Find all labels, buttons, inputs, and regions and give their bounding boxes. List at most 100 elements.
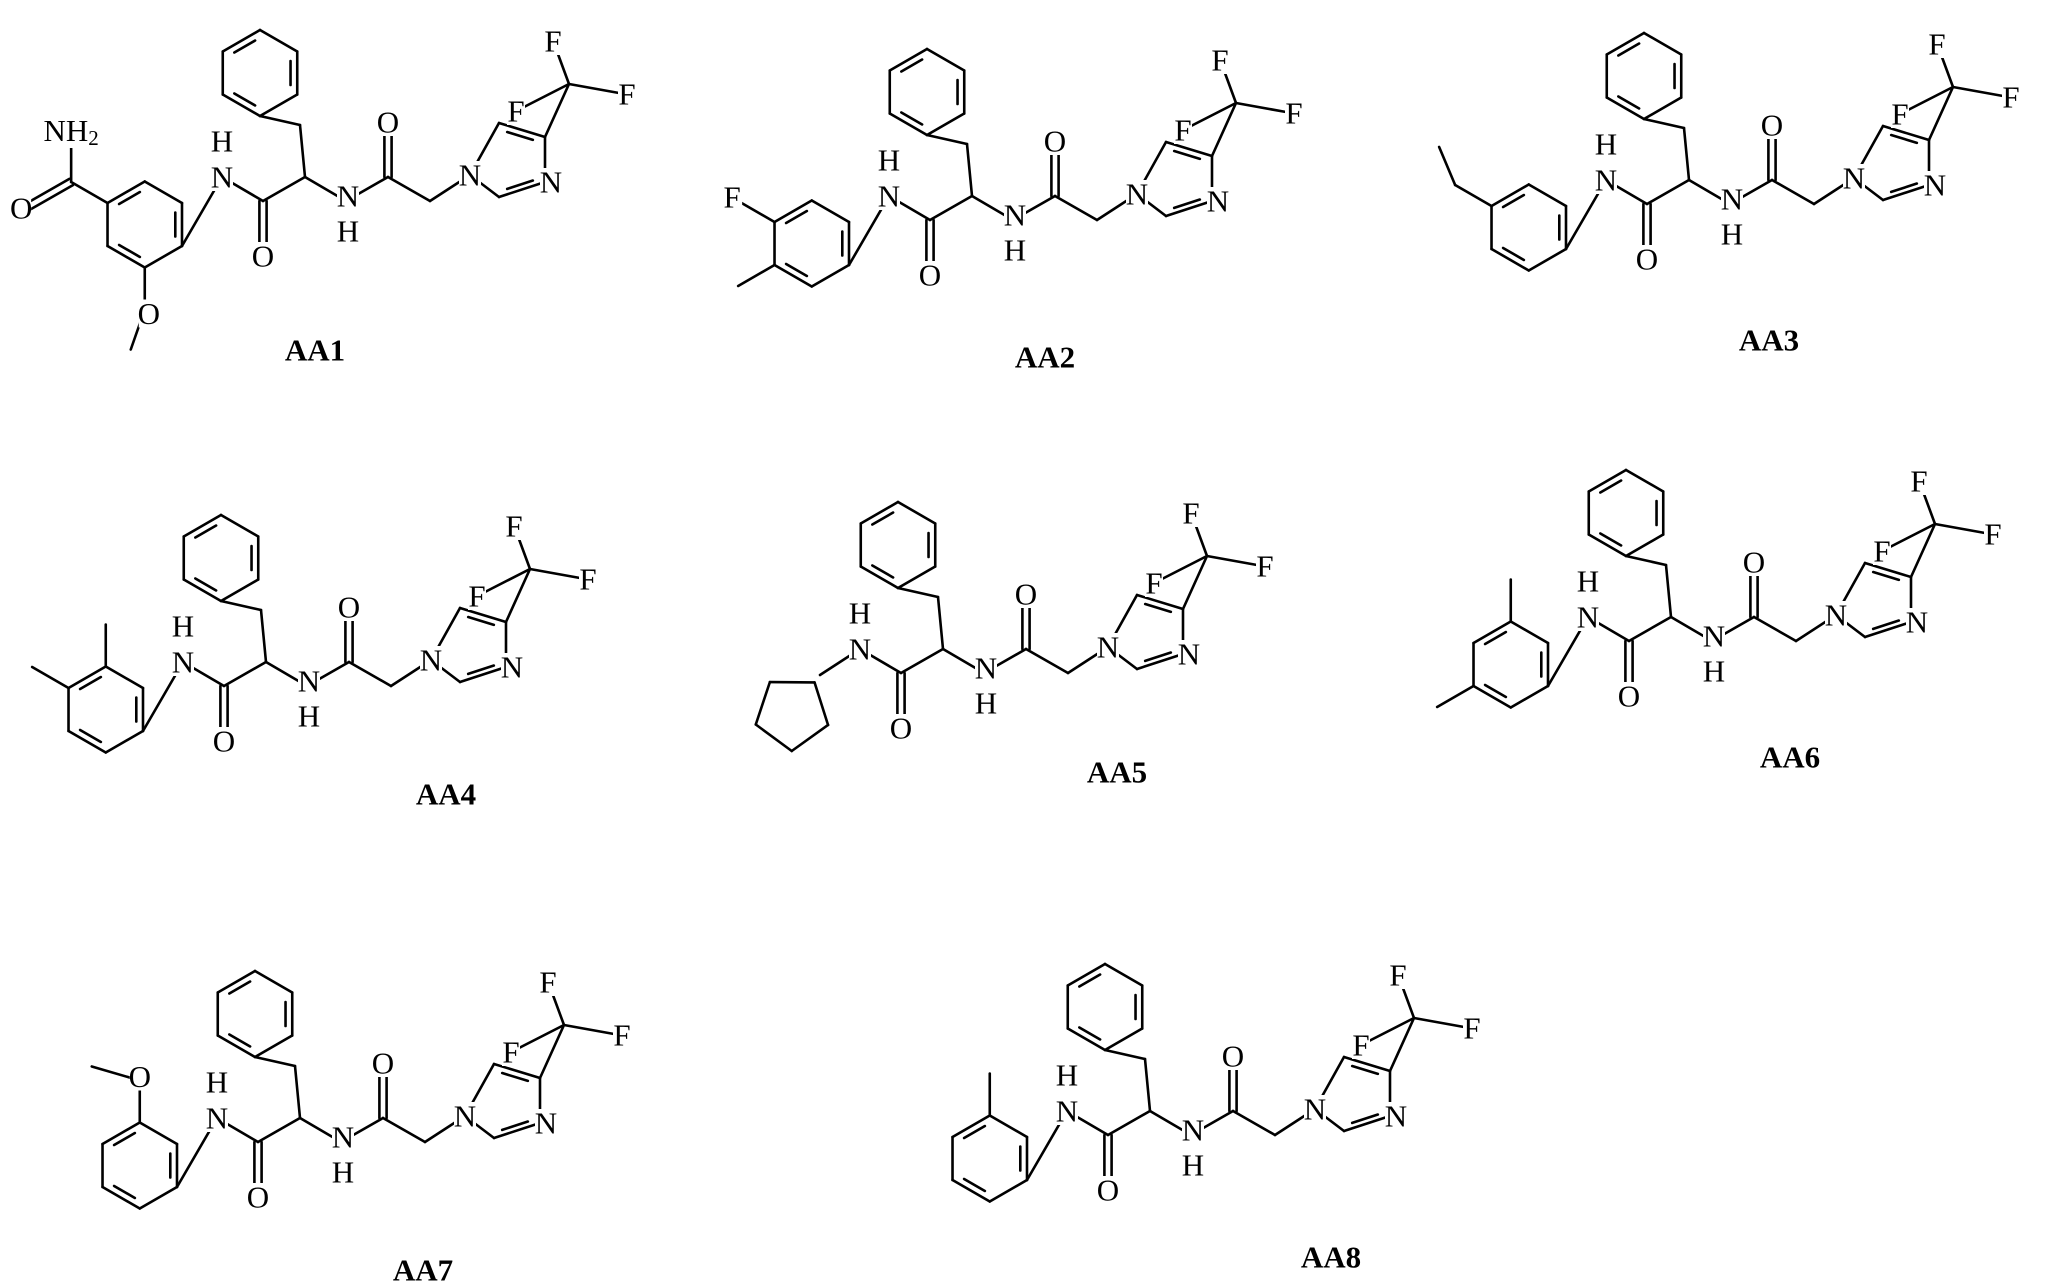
- atom-label-mask: [1045, 127, 1065, 155]
- aryl-ring: [67, 665, 145, 754]
- phenyl-ring: [859, 500, 937, 590]
- atom-label-mask: [1145, 569, 1163, 597]
- ring-bond: [1164, 140, 1214, 158]
- bond-carbonyl-calpha: [1106, 1109, 1152, 1137]
- amide-hydrogen: H: [1004, 233, 1026, 268]
- ring-bond: [182, 513, 223, 538]
- ring-bond: [888, 112, 929, 137]
- aromatic-inner-bond: [112, 1184, 137, 1200]
- atom-label-mask: [173, 612, 193, 640]
- amide-hydrogen: H: [1182, 1148, 1204, 1183]
- aromatic-inner-bond: [1617, 42, 1641, 57]
- bond-carbonyl-calpha: [222, 660, 268, 688]
- atom-label-mask: [454, 1102, 476, 1130]
- atom-label-mask: [878, 182, 900, 210]
- atom-label-mask: [1304, 1095, 1326, 1123]
- bond-carbonyl-calpha: [928, 194, 974, 222]
- carbonyl-oxygen: O: [1636, 242, 1658, 277]
- ring-bond: [1490, 247, 1531, 272]
- carbonyl-oxygen: O: [252, 239, 274, 274]
- fluorine-atom: F: [1211, 43, 1228, 78]
- carbonyl-oxygen: O: [890, 711, 912, 746]
- imidazole-ring: [1834, 561, 1913, 639]
- bond-c-f: [1904, 85, 1955, 113]
- fluorine-atom: F: [1984, 517, 2001, 552]
- imidazole-n3: N: [540, 165, 562, 200]
- anilide-hydrogen: H: [1595, 127, 1617, 162]
- atom-label-mask: [338, 217, 358, 245]
- ring-bond: [1472, 620, 1513, 645]
- imidazole-n1: N: [1843, 161, 1865, 196]
- atom-label-mask: [1056, 1097, 1078, 1125]
- cyclopentyl-ring: [754, 680, 830, 753]
- atom-label-mask: [212, 127, 232, 155]
- aryl-ring: [1490, 183, 1568, 272]
- atom-label-mask: [1097, 633, 1119, 661]
- atom-label-mask: [1256, 552, 1274, 580]
- bond-ring-cf3: [1210, 101, 1238, 158]
- acyl-oxygen: O: [1743, 545, 1765, 580]
- ring-bond: [1863, 620, 1913, 639]
- atom-label-mask: [337, 182, 359, 210]
- ring-bond: [138, 1121, 179, 1146]
- anilide-nitrogen: N: [849, 632, 871, 667]
- atom-label-mask: [1843, 164, 1865, 192]
- ring-bond: [138, 1185, 179, 1210]
- aryl-ring: [106, 180, 184, 269]
- bond-carbonyl-calpha: [899, 647, 945, 675]
- ring-bond: [1472, 684, 1513, 709]
- bond-ring-methyl: [30, 665, 70, 690]
- imidazole-ring: [429, 606, 508, 684]
- fluorine-atom: F: [1389, 958, 1406, 993]
- ring-bond: [216, 969, 257, 994]
- atom-label-mask: [1873, 537, 1891, 565]
- atom-label-mask: [501, 653, 523, 681]
- ring-bond: [810, 263, 851, 288]
- ring-bond: [219, 578, 260, 603]
- bond-ring-ch2: [1103, 1048, 1147, 1061]
- ring-bond: [104, 665, 145, 690]
- atom-label-mask: [975, 654, 997, 682]
- ring-bond: [221, 28, 262, 53]
- bond-ring-methyl: [736, 263, 776, 288]
- bond-ch2-calpha: [965, 142, 974, 198]
- imidazole-n3: N: [501, 650, 523, 685]
- atom-label-mask: [1057, 1061, 1077, 1089]
- atom-label-mask: [1098, 1176, 1118, 1204]
- aromatic-inner-bond: [500, 1071, 530, 1083]
- ring-bond: [1103, 962, 1144, 987]
- ring-bond: [143, 180, 184, 205]
- atom-label-mask: [1463, 1014, 1481, 1042]
- bond-ch2-calpha: [298, 123, 307, 179]
- bond-ring-cf3: [504, 567, 532, 624]
- ring-bond: [1863, 561, 1913, 579]
- imidazole-n3: N: [1207, 184, 1229, 219]
- ring-bond: [1342, 1114, 1392, 1133]
- bond-c-f: [1412, 1016, 1466, 1029]
- ring-bond: [1881, 124, 1931, 142]
- ring-bond: [773, 263, 814, 288]
- atom-label-mask: [1619, 682, 1639, 710]
- bond-ch2-calpha: [1143, 1057, 1152, 1113]
- amide-nitrogen: N: [337, 179, 359, 214]
- aromatic-inner-bond: [117, 190, 142, 206]
- ring-bond: [754, 723, 794, 753]
- aromatic-inner-bond: [1501, 246, 1526, 262]
- atom-label-mask: [1182, 1116, 1204, 1144]
- fluorine-atom: F: [544, 24, 561, 59]
- ring-bond: [790, 723, 830, 753]
- compound-label: AA5: [1087, 755, 1147, 790]
- fluorine-atom: F: [1910, 464, 1927, 499]
- atom-label-mask: [1762, 111, 1782, 139]
- aromatic-inner-bond: [962, 1124, 987, 1140]
- ring-bond: [1605, 96, 1646, 121]
- atom-label-mask: [1016, 580, 1036, 608]
- atom-label-mask: [1924, 171, 1946, 199]
- fluorine-atom: F: [1174, 113, 1191, 148]
- aromatic-inner-bond: [1483, 630, 1508, 646]
- compound-label: AA3: [1739, 323, 1799, 358]
- bond-ch2-calpha: [293, 1064, 302, 1120]
